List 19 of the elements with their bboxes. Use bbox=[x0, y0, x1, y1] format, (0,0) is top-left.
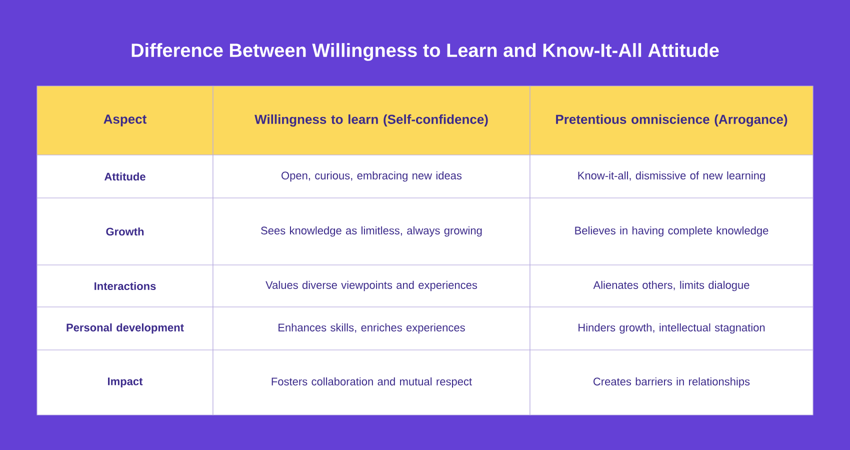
table-cell: Creates barriers in relationships bbox=[530, 350, 814, 416]
table-cell: Enhances skills, enriches experiences bbox=[212, 306, 530, 350]
title: Difference Between Willingness to Learn and Know-It-All Attitude bbox=[132, 43, 719, 61]
table-cell: Personal development bbox=[36, 306, 214, 350]
table-cell: Interactions bbox=[36, 264, 214, 308]
table-cell: Sees knowledge as limitless, always growing bbox=[212, 198, 530, 266]
header-cell: Aspect bbox=[36, 86, 214, 156]
table-cell: Attitude bbox=[36, 154, 214, 198]
table-cell: Growth bbox=[36, 198, 214, 266]
table-cell: Fosters collaboration and mutual respect bbox=[212, 350, 530, 416]
table-cell: Know-it-all, dismissive of new learning bbox=[530, 154, 814, 198]
header-cell: Willingness to learn (Self-confidence) bbox=[212, 86, 530, 156]
table-cell: Values diverse viewpoints and experiences bbox=[212, 264, 530, 308]
table-cell: Hinders growth, intellectual stagnation bbox=[530, 306, 814, 350]
table-cell: Alienates others, limits dialogue bbox=[530, 264, 814, 308]
header-cell: Pretentious omniscience (Arrogance) bbox=[530, 86, 814, 156]
table-cell: Open, curious, embracing new ideas bbox=[212, 154, 530, 198]
table-cell: Believes in having complete knowledge bbox=[530, 198, 814, 266]
table-cell: Impact bbox=[36, 350, 214, 416]
